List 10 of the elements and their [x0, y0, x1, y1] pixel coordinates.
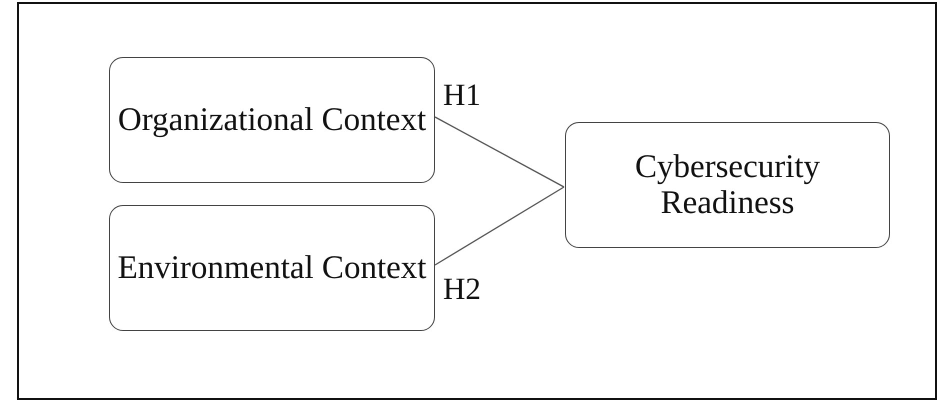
edge-label: H1	[443, 79, 481, 111]
connector-line	[434, 186, 564, 266]
concept-label: Cybersecurity Readiness	[634, 149, 822, 221]
edge-label: H2	[443, 273, 481, 305]
concept-label: Environmental Context	[118, 250, 426, 286]
concept-box	[565, 122, 890, 248]
connector-line	[434, 116, 564, 188]
concept-box	[109, 205, 435, 331]
concept-box	[109, 57, 435, 183]
concept-label: Organizational Context	[118, 102, 426, 138]
